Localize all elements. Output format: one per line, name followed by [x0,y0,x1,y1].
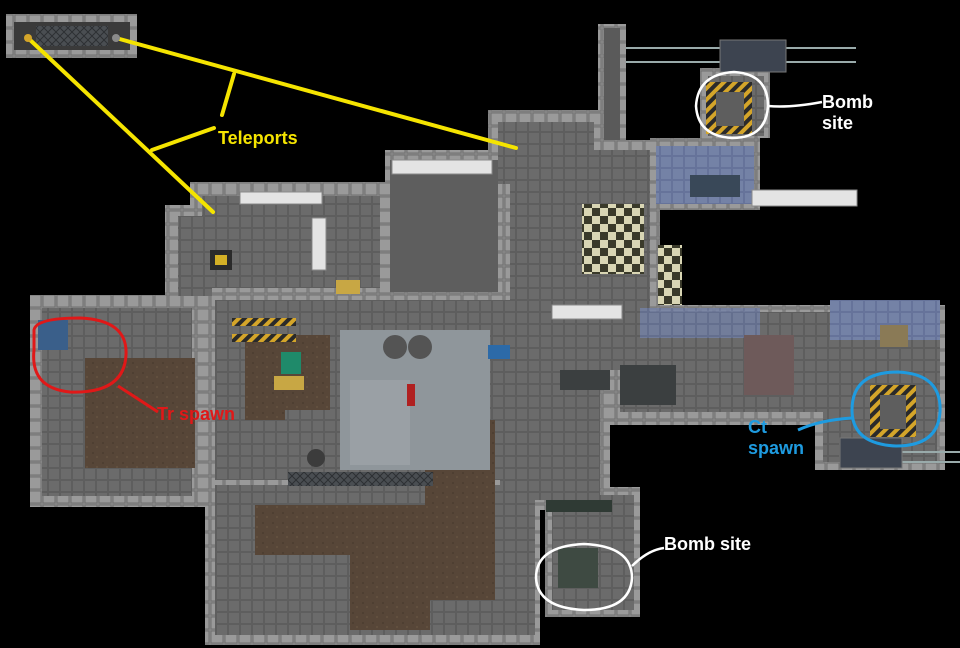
tr-spawn-pointer [117,384,159,414]
ct-spawn-pointer [797,416,853,432]
ct-spawn-label: Ct spawn [748,417,805,458]
crates [38,175,908,588]
pipes [239,159,858,320]
tr-spawn-circle [32,316,128,394]
ct-spawn-pad-inner [880,395,906,429]
teleport-pad-icon [112,34,120,42]
central-courtyard [288,330,490,486]
teleport-pad-icon [24,34,32,42]
hazard-strip-2 [232,334,296,342]
bombsite-north-pointer [767,100,823,108]
bombsite-north-pad-inner [716,92,744,126]
bomb-site-south-label: Bomb site [664,534,752,554]
bomb-site-north-label: Bomb site [822,92,873,133]
bombsite-south-pointer [631,546,665,567]
checkered-room [582,204,644,274]
teleports-label: Teleports [218,128,298,148]
tr-spawn-label: Tr spawn [157,404,236,424]
rail-car-north [719,39,787,73]
rail-car-east [839,437,903,469]
hazard-strip [232,318,296,326]
bombsite-south-circle [534,542,634,612]
ct-spawn-circle [850,370,942,448]
teleport-lines [26,36,518,214]
checkered-corridor [658,245,682,305]
